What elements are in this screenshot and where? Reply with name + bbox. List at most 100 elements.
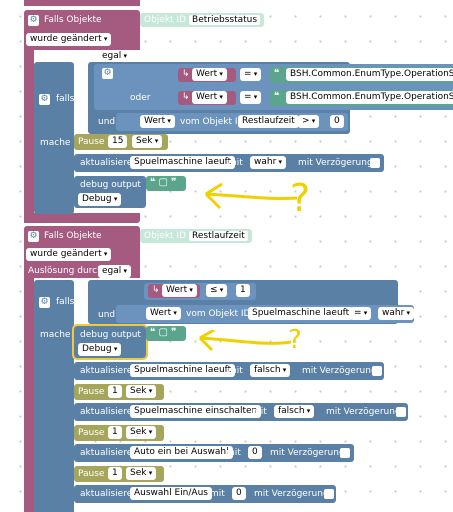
update-value[interactable]: falsch bbox=[274, 405, 315, 418]
update-value[interactable]: 0 bbox=[248, 446, 262, 459]
pause-value[interactable]: 1 bbox=[108, 467, 122, 480]
var-dropdown[interactable]: Wert bbox=[192, 91, 227, 104]
update-label: aktualisiere bbox=[80, 448, 133, 458]
debug-text-block[interactable] bbox=[146, 176, 186, 191]
gear-icon[interactable]: ⚙ bbox=[102, 68, 113, 79]
debug-text-block[interactable] bbox=[146, 326, 186, 341]
of-object-label: vom Objekt ID bbox=[186, 309, 251, 319]
debug-label: debug output bbox=[80, 180, 141, 190]
delay-checkbox[interactable] bbox=[324, 489, 334, 499]
object-id-value[interactable]: Restlaufzeit bbox=[189, 231, 248, 241]
debug-level-dropdown[interactable]: Debug bbox=[78, 343, 122, 356]
arrow-annotation bbox=[204, 182, 298, 210]
pause-unit[interactable]: Sek bbox=[126, 467, 157, 480]
bool-dropdown[interactable]: wahr bbox=[378, 307, 415, 320]
op-dropdown[interactable]: = bbox=[240, 68, 262, 81]
pause-value[interactable]: 1 bbox=[108, 385, 122, 398]
var-icon: ↳ bbox=[152, 285, 160, 295]
text-value[interactable]: BSH.Common.EnumType.OperationStat bbox=[286, 91, 453, 104]
quote-icon: ❝ bbox=[274, 68, 280, 79]
delay-checkbox[interactable] bbox=[340, 448, 350, 458]
update-value[interactable]: 0 bbox=[232, 487, 246, 500]
changed-dropdown[interactable]: wurde geändert bbox=[26, 248, 112, 261]
if-label: falls bbox=[56, 94, 75, 104]
of-object-label: vom Objekt ID bbox=[180, 117, 245, 127]
trigger-block-1[interactable] bbox=[24, 0, 140, 6]
with-label: mit bbox=[210, 489, 225, 499]
gear-icon[interactable]: ⚙ bbox=[39, 297, 50, 308]
update-value[interactable]: falsch bbox=[250, 364, 291, 377]
var-dropdown[interactable]: Wert bbox=[146, 307, 181, 320]
update-value[interactable]: wahr bbox=[250, 156, 287, 169]
trigger-label: Falls Objekte bbox=[44, 15, 102, 25]
pause-unit[interactable]: Sek bbox=[126, 385, 157, 398]
pause-label: Pause bbox=[78, 137, 105, 147]
debug-level-dropdown[interactable]: Debug bbox=[78, 193, 122, 206]
object-id-field[interactable]: Restlaufzeit bbox=[238, 115, 299, 128]
delay-checkbox[interactable] bbox=[372, 366, 382, 376]
update-target[interactable]: Spuelmaschine laeuft bbox=[130, 364, 236, 377]
pause-label: Pause bbox=[78, 387, 105, 397]
update-label: aktualisiere bbox=[80, 366, 133, 376]
if-block-2-bottom bbox=[34, 505, 74, 512]
gear-icon[interactable]: ⚙ bbox=[39, 94, 50, 105]
with-label: mit bbox=[252, 407, 267, 417]
var-dropdown[interactable]: Wert bbox=[192, 68, 227, 81]
object-id-value[interactable]: Betriebsstatus bbox=[189, 15, 261, 25]
update-target[interactable]: Auswahl Ein/Aus bbox=[130, 487, 212, 500]
trigger-by-dropdown[interactable]: egal bbox=[98, 50, 132, 63]
update-label: aktualisiere bbox=[80, 489, 133, 499]
trigger-by-dropdown[interactable]: egal bbox=[98, 265, 132, 278]
trigger-block-2-header[interactable] bbox=[24, 226, 140, 248]
op-dropdown[interactable]: > bbox=[298, 115, 320, 128]
pause-label: Pause bbox=[78, 428, 105, 438]
debug-label: debug output bbox=[80, 330, 141, 340]
changed-dropdown[interactable]: wurde geändert bbox=[26, 33, 112, 46]
var-icon: ↳ bbox=[182, 69, 190, 79]
gear-icon[interactable]: ⚙ bbox=[28, 231, 39, 242]
if-block-2[interactable] bbox=[34, 280, 74, 512]
update-target[interactable]: Auto ein bei Auswahl bbox=[130, 446, 233, 459]
quote-icon: ❝ ▢ ❞ bbox=[150, 327, 177, 338]
or-label: oder bbox=[130, 93, 151, 103]
delay-checkbox[interactable] bbox=[396, 407, 406, 417]
delay-checkbox[interactable] bbox=[370, 158, 380, 168]
op-dropdown[interactable]: = bbox=[350, 307, 372, 320]
update-target[interactable]: Spuelmaschine laeuft bbox=[130, 156, 236, 169]
trigger-block-1-left bbox=[24, 48, 34, 223]
question-annotation: ? bbox=[288, 325, 302, 355]
gear-icon[interactable]: ⚙ bbox=[28, 15, 39, 26]
update-target[interactable]: Spuelmaschine einschalten bbox=[130, 405, 262, 418]
if-block-1[interactable] bbox=[34, 62, 74, 214]
question-annotation: ? bbox=[290, 176, 311, 220]
number-field[interactable]: 1 bbox=[236, 284, 250, 297]
do-label: mache bbox=[40, 330, 71, 340]
op-dropdown[interactable]: = bbox=[240, 91, 262, 104]
number-field[interactable]: 0 bbox=[330, 115, 344, 128]
trigger-label: Falls Objekte bbox=[44, 231, 102, 241]
trigger-by-label: Auslösung durch bbox=[28, 266, 103, 276]
pause-unit[interactable]: Sek bbox=[132, 135, 163, 148]
var-dropdown[interactable]: Wert bbox=[162, 284, 197, 297]
object-id-field[interactable]: Spuelmaschine laeuft bbox=[248, 307, 354, 320]
quote-icon: ❝ bbox=[274, 91, 280, 102]
op-dropdown[interactable]: ≤ bbox=[206, 284, 228, 297]
if-label: falls bbox=[56, 297, 75, 307]
quote-icon: ❝ ▢ ❞ bbox=[150, 177, 177, 188]
pause-value[interactable]: 15 bbox=[108, 135, 128, 148]
text-value[interactable]: BSH.Common.EnumType.OperationStat bbox=[286, 68, 453, 81]
object-id-prefix: Objekt ID bbox=[144, 15, 187, 25]
delay-label: mit Verzögerung bbox=[302, 366, 377, 376]
pause-value[interactable]: 1 bbox=[108, 426, 122, 439]
and-label: und bbox=[98, 310, 116, 320]
with-label: mit bbox=[228, 158, 243, 168]
pause-unit[interactable]: Sek bbox=[126, 426, 157, 439]
with-label: mit bbox=[226, 448, 241, 458]
pause-label: Pause bbox=[78, 469, 105, 479]
trigger-by-label: Auslösung durch bbox=[28, 51, 103, 61]
trigger-block-1-header[interactable] bbox=[24, 10, 140, 32]
trigger-block-2-left bbox=[24, 276, 34, 512]
var-dropdown[interactable]: Wert bbox=[140, 115, 175, 128]
